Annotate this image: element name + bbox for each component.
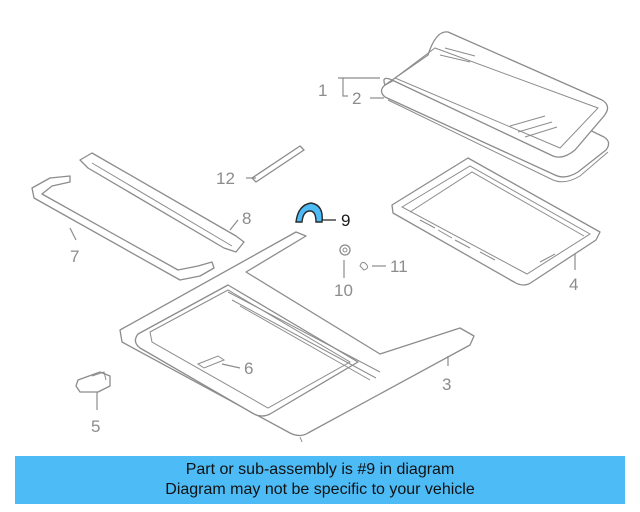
info-banner: Part or sub-assembly is #9 in diagram Di… [15,456,625,504]
callout-4: 4 [569,275,578,294]
part-4-sunshade [391,157,601,286]
part-8-deflector [79,152,245,253]
callout-3: 3 [442,375,451,394]
callout-9[interactable]: 9 [341,211,350,230]
callout-12: 12 [216,169,235,188]
part-5-motor-bracket [75,371,111,393]
part-9-highlighted[interactable] [295,202,323,223]
part-7-frame [31,175,215,281]
callout-7: 7 [70,247,79,266]
callout-10: 10 [334,281,353,300]
callout-8: 8 [242,209,251,228]
callout-6: 6 [244,359,253,378]
banner-line-2: Diagram may not be specific to your vehi… [165,481,475,498]
part-1-glass-panel [380,31,610,178]
part-6-drain-clip [196,355,226,369]
part-10-nut [339,244,351,256]
part-2-seal [387,99,609,183]
callout-1: 1 [318,81,327,100]
part-12-guide [251,145,305,183]
part-11-clip [359,261,369,271]
banner-line-1: Part or sub-assembly is #9 in diagram [185,461,455,478]
part-3-housing-frame [119,231,475,443]
callout-5: 5 [91,417,100,436]
callout-11: 11 [390,257,408,276]
callout-2: 2 [352,89,361,108]
leader-lines [69,77,576,410]
